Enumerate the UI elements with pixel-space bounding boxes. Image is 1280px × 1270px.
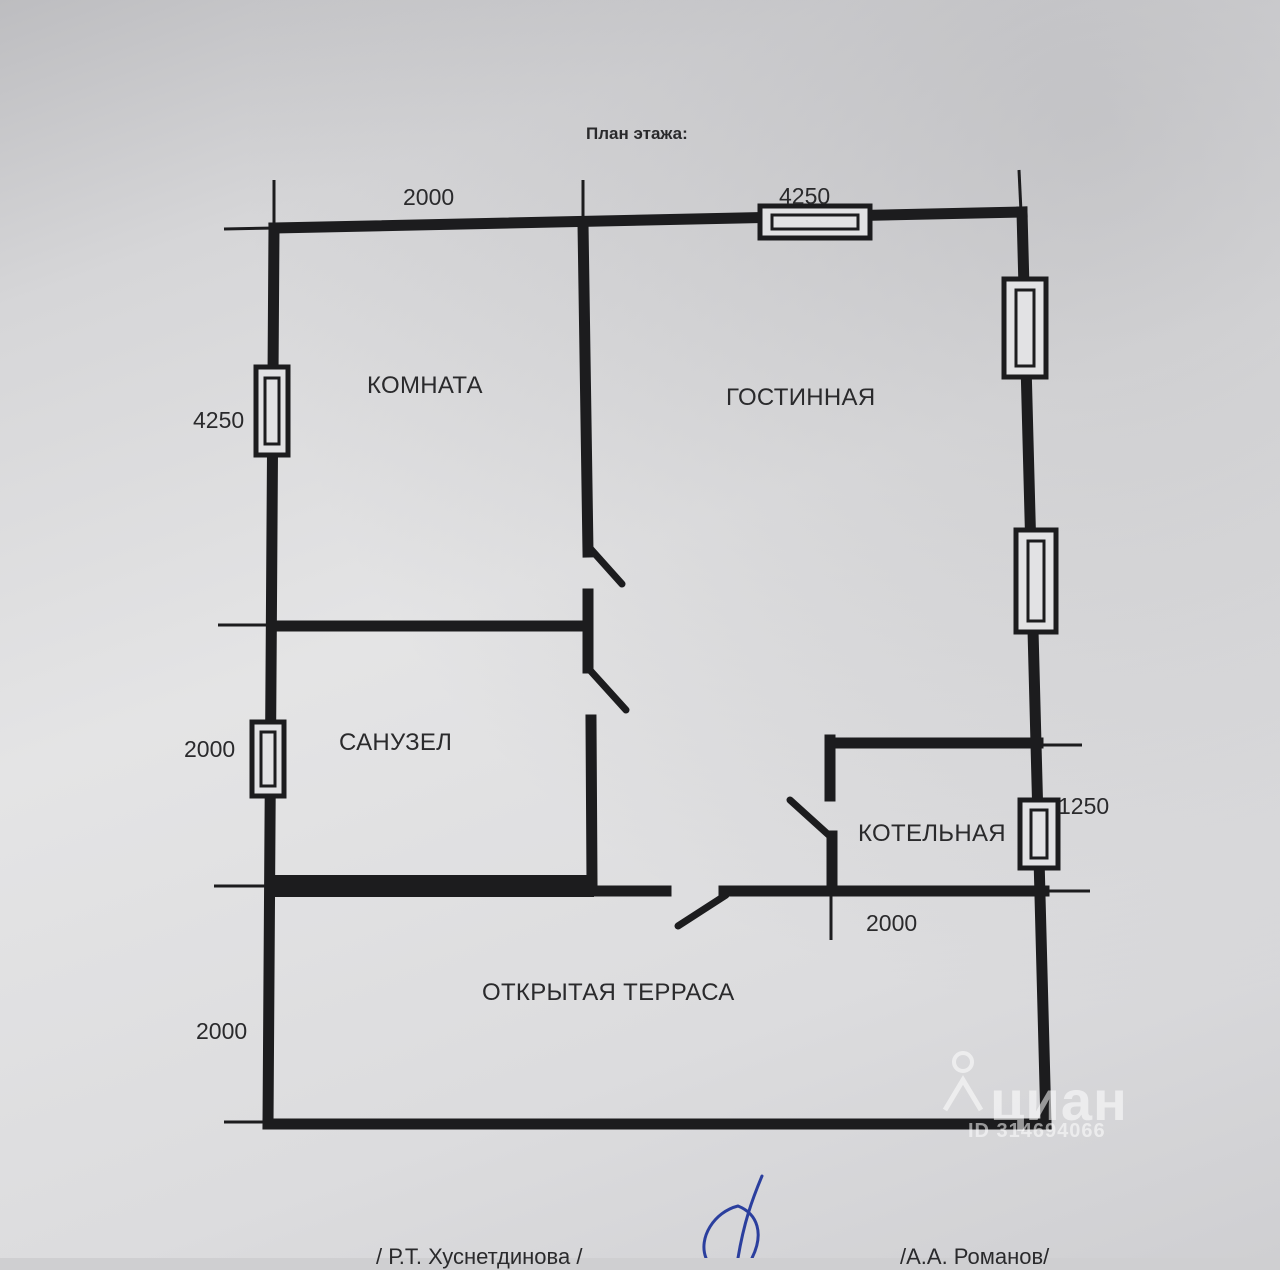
dimension-left-lower: 2000 — [196, 1018, 248, 1044]
room-label-terrace: ОТКРЫТАЯ ТЕРРАСА — [482, 979, 735, 1006]
room-label-komnata: КОМНАТА — [367, 372, 483, 399]
window-right-middle — [1013, 527, 1059, 635]
window-right-upper — [1001, 276, 1049, 380]
cian-pin-icon — [942, 1051, 984, 1112]
dimension-left-upper: 4250 — [193, 407, 245, 433]
door-sanuzel — [584, 664, 630, 714]
guide-line — [1017, 169, 1023, 213]
plan-title: План этажа: — [586, 124, 688, 143]
wall-left — [262, 222, 280, 1130]
window-left-lower — [249, 719, 287, 799]
dimension-top-right: 4250 — [779, 183, 831, 209]
window-left-upper — [253, 364, 291, 458]
window-right-boiler — [1017, 797, 1061, 871]
room-label-gostinnaya: ГОСТИННАЯ — [726, 384, 876, 411]
signature-left-name: / Р.Т. Хуснетдинова / — [376, 1244, 583, 1269]
room-label-kotelnaya: КОТЕЛЬНАЯ — [858, 820, 1006, 847]
watermark-id: ID 314694066 — [968, 1120, 1106, 1142]
wall-top — [268, 206, 1028, 234]
window-top — [757, 203, 873, 241]
dimension-bottom-boiler: 2000 — [866, 910, 918, 936]
dimension-top-left: 2000 — [403, 184, 455, 210]
dimension-right-boiler: 1250 — [1058, 793, 1110, 819]
signature-scribble — [702, 1174, 764, 1258]
signature-right-name: /А.А. Романов/ — [900, 1244, 1050, 1269]
dimension-left-middle: 2000 — [184, 736, 236, 762]
guide-line — [223, 226, 277, 231]
door-kotelnaya — [786, 796, 836, 842]
watermark-logo: циан — [990, 1069, 1128, 1132]
door-terrace — [674, 891, 730, 930]
wall-komnata-gostinnaya — [577, 218, 594, 558]
wall-sanuzel-right — [585, 714, 598, 888]
door-komnata — [584, 542, 626, 588]
room-label-sanuzel: САНУЗЕЛ — [339, 729, 453, 756]
